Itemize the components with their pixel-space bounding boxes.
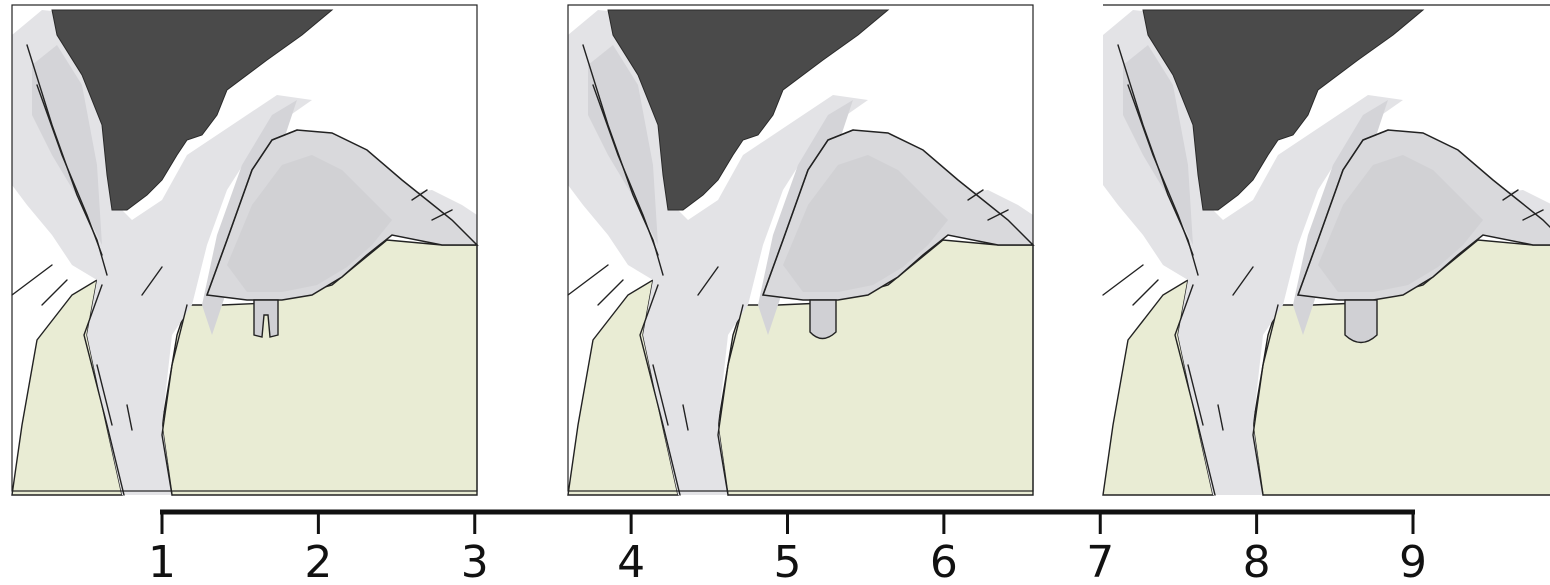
panel-stage-1 [12,5,477,495]
scale-label-7: 7 [1086,537,1114,585]
panel-stage-3 [1103,5,1550,495]
scale-label-2: 2 [304,537,332,585]
scale-label-9: 9 [1399,537,1427,585]
scale-label-8: 8 [1243,537,1271,585]
scale-bar: 1 2 3 4 5 6 7 8 9 [148,512,1427,585]
scale-label-1: 1 [148,537,176,585]
scale-label-4: 4 [617,537,645,585]
scale-label-3: 3 [461,537,489,585]
panel-stage-2 [568,5,1033,495]
scale-label-5: 5 [774,537,802,585]
tip-rounded-shape [810,300,836,339]
tip-wide-shape [1345,300,1377,343]
scale-label-6: 6 [930,537,958,585]
